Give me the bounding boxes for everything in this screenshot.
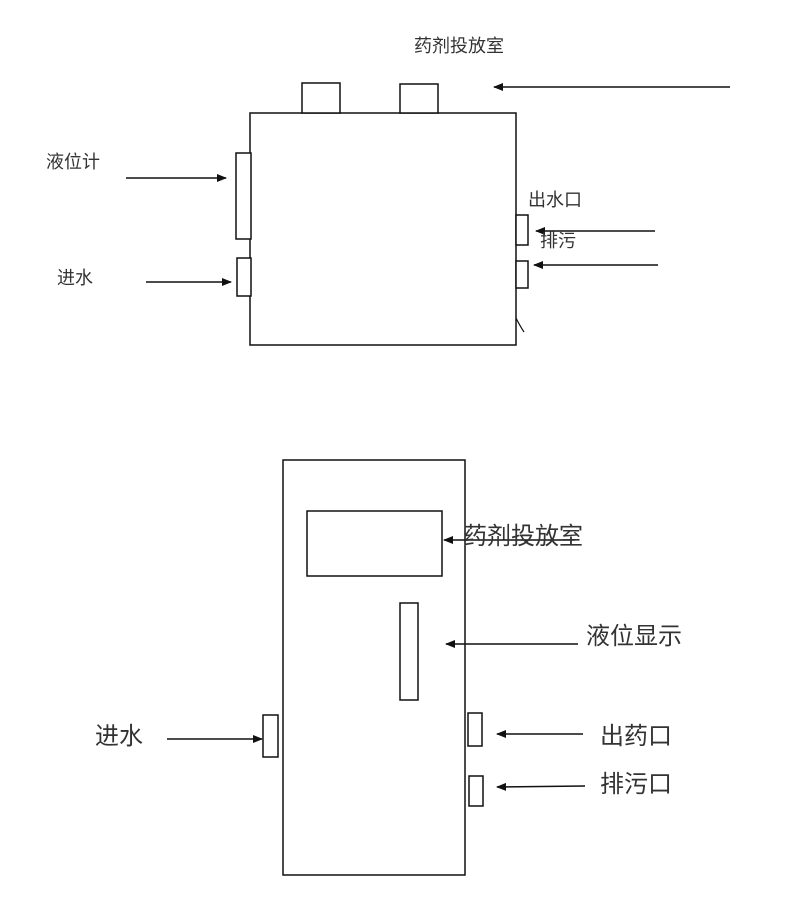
bottom-dosing-room	[306, 510, 443, 577]
top-title-dosing-room: 药剂投放室	[414, 36, 504, 57]
bottom-drain-outlet-port	[468, 775, 484, 807]
bottom-dosing-outlet-port	[467, 712, 483, 747]
bottom-label-dosing-room: 药剂投放室	[463, 522, 583, 550]
top-dosing-box-left	[301, 82, 341, 114]
top-outlet-port	[515, 214, 529, 246]
top-dosing-box-right	[399, 83, 439, 114]
top-label-level-gauge: 液位计	[46, 152, 100, 173]
top-label-water-inlet: 进水	[57, 268, 93, 289]
bottom-level-display	[399, 602, 419, 701]
top-drain-port	[515, 260, 529, 289]
bottom-label-dosing-outlet: 出药口	[600, 722, 672, 750]
bottom-drain-outlet-arrow	[496, 782, 586, 791]
top-inlet-port	[236, 257, 252, 297]
top-label-water-outlet: 出水口	[528, 190, 582, 211]
bottom-label-water-inlet: 进水	[95, 722, 143, 750]
bottom-label-drain-outlet: 排污口	[600, 770, 672, 798]
top-label-drain: 排污	[540, 231, 576, 252]
top-stray-mark	[515, 317, 525, 333]
top-tank-body	[249, 112, 517, 346]
top-level-gauge	[235, 152, 252, 240]
bottom-label-level-display: 液位显示	[586, 622, 682, 650]
bottom-inlet-port	[262, 714, 279, 758]
